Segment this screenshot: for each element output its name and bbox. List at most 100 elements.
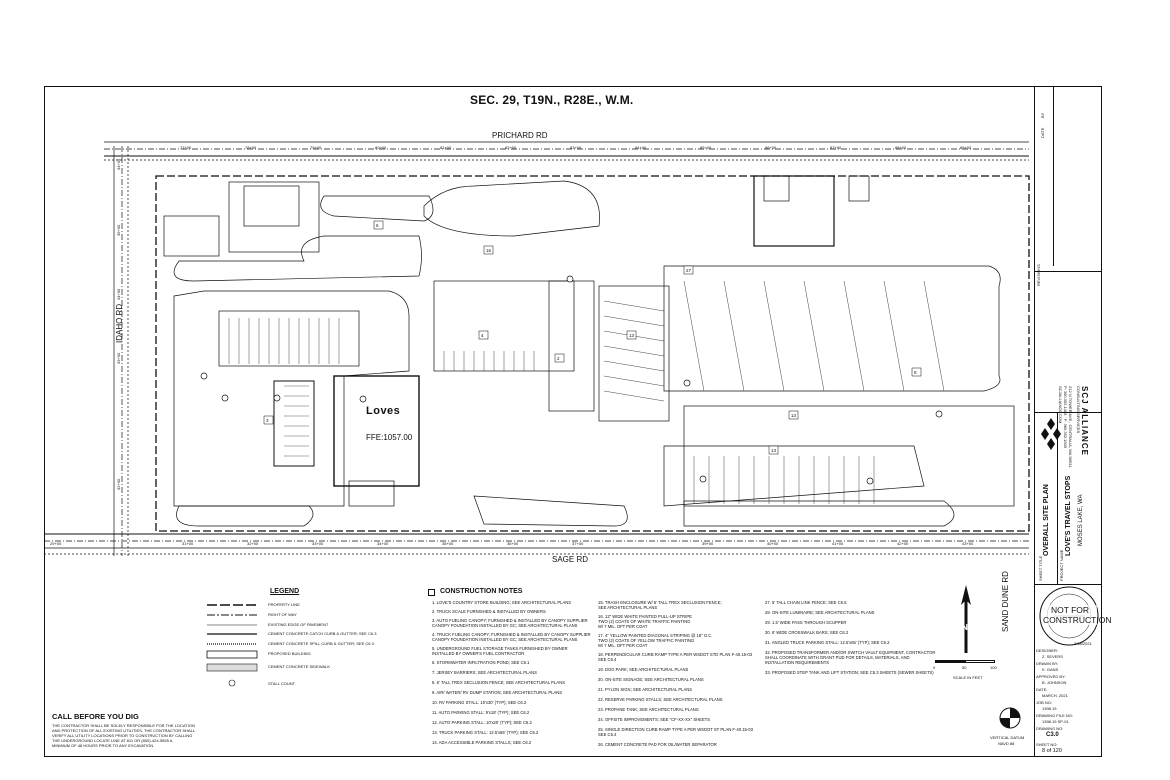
- note-item: 7. JERSEY BARRIERS; SEE ARCHITECTURAL PL…: [432, 670, 537, 675]
- note-item: INSTALLATION REQUIREMENTS: [765, 660, 830, 665]
- note-item: 1. LOVE'S COUNTRY STORE BUILDING; SEE AR…: [432, 600, 572, 605]
- building-ffe: FFE:1057.00: [366, 433, 413, 442]
- station-label: 86+00: [765, 145, 777, 150]
- scale-tick: 100: [990, 665, 997, 670]
- call-before-line: AND PROTECTION OF ALL EXISTING UTILITIES…: [52, 728, 196, 733]
- svg-text:13: 13: [771, 448, 777, 453]
- field-value: B. JOHNSON: [1042, 680, 1067, 685]
- title-block: REVISIONS BY DATE SCJ ALLIANCE CONSULTIN…: [1034, 86, 1102, 757]
- sheet-title-label: SHEET TITLE: [1038, 555, 1043, 581]
- note-item: 13. TRUCK PARKING STALL: 12.5'x65' (TYP)…: [432, 730, 539, 735]
- company-sub: CONSULTING SERVICES: [1076, 386, 1081, 434]
- svg-text:N: N: [962, 623, 968, 632]
- note-item: 26. CEMENT CONCRETE PAD FOR OIL/WATER SE…: [598, 742, 717, 747]
- note-item: 20. ON-SITE SIGNAGE; SEE ARCHITECTURAL P…: [598, 677, 704, 682]
- station-label: 31+00: [182, 541, 194, 546]
- svg-text:16: 16: [486, 248, 492, 253]
- field-value: Z. SEVERS: [1042, 654, 1063, 659]
- legend-item: CEMENT CONCRETE SPILL CURB & GUTTER; SEE…: [268, 641, 374, 646]
- note-item: 12. AUTO PARKING STALL: 10'x20' (TYP); S…: [432, 720, 532, 725]
- field-value: 1398.19 SP-01: [1042, 719, 1069, 724]
- stamp-text: NOT FOR CONSTRUCTION: [1043, 605, 1112, 625]
- note-item: W/ 7 MIL. DFT PER COAT: [598, 624, 648, 629]
- note-item: 11. AUTO PARKING STALL: 9'x18' (TYP); SE…: [432, 710, 530, 715]
- by-label: BY: [1040, 112, 1045, 118]
- scale-label: SCALE IN FEET: [953, 675, 983, 680]
- call-before-title: CALL BEFORE YOU DIG: [52, 712, 139, 721]
- sheet-title: OVERALL SITE PLAN: [1043, 484, 1050, 556]
- section-title: SEC. 29, T19N., R28E., W.M.: [470, 93, 634, 107]
- legend-title: LEGEND: [270, 588, 300, 595]
- svg-text:27: 27: [686, 268, 692, 273]
- svg-text:4: 4: [481, 333, 484, 338]
- note-item: TWO (2) COATS OF YELLOW TRAFFIC PAINTING: [598, 638, 695, 643]
- legend: LEGEND PROPERTY LINE RIGHT OF WAY EXISTI…: [205, 588, 405, 698]
- project-location: MOSES LAKE, WA: [1078, 494, 1084, 546]
- field-value: MARCH, 2021: [1042, 693, 1068, 698]
- svg-text:2: 2: [557, 356, 560, 361]
- datum-line1: VERTICAL DATUM: [990, 735, 1025, 740]
- construction-notes: CONSTRUCTION NOTES 1. LOVE'S COUNTRY STO…: [428, 588, 948, 753]
- company-address: 212 N TOWER AVE., CENTRALIA, WA 98531: [1068, 386, 1073, 468]
- note-item: 3. AUTO FUELING CANOPY; FURNISHED & INST…: [432, 618, 588, 623]
- station-label: 36+00: [507, 541, 519, 546]
- call-before-line: VERIFY ALL UTILITY LOCATIONS PRIOR TO CO…: [52, 733, 193, 738]
- stamp-date: 3/18/2021: [1074, 641, 1092, 646]
- note-item: 27. 5' TALL CHAIN LINK FENCE; SEE C6.5: [765, 600, 847, 605]
- field-label: DRAWING NO:: [1036, 726, 1064, 731]
- call-before-line: MINIMUM OF 48 HOURS PRIOR TO ANY EXCAVAT…: [52, 743, 155, 748]
- note-item: 23. PROPANE TANK; SEE ARCHITECTURAL PLAN…: [598, 707, 699, 712]
- note-item: 8. 6' TALL TREX SECLUSION FENCE; SEE ARC…: [432, 680, 565, 685]
- field-value: 8 of 120: [1042, 748, 1062, 754]
- field-value: K. GANS: [1042, 667, 1059, 672]
- field-value: C3.0: [1046, 732, 1059, 738]
- datum-line2: NAVD 88: [998, 741, 1015, 746]
- note-item: 15. TRASH ENCLOSURE W/ 6' TALL TREX SECL…: [598, 600, 722, 605]
- note-item: SHALL COORDINATE WITH GRANT PUD FOR DETA…: [765, 655, 910, 660]
- station-label: 33+00: [312, 541, 324, 546]
- note-item: 18. PERPENDICULAR CURB RAMP TYPE A PER W…: [598, 652, 753, 657]
- note-item: SEE C6.4: [598, 657, 617, 662]
- project-name-label: PROJECT NAME: [1059, 549, 1064, 581]
- field-label: SHEET NO:: [1036, 742, 1058, 747]
- site-plan: 6 16 4 2 3 13 13 13 8 27: [44, 141, 1030, 556]
- scale-bar: 0 50 100 SCALE IN FEET: [925, 660, 1005, 685]
- station-label: 77+00: [180, 145, 192, 150]
- legend-item: PROPERTY LINE: [268, 602, 300, 607]
- legend-item: STALL COUNT: [268, 681, 296, 686]
- legend-symbols: [206, 604, 258, 687]
- field-label: DRAWN BY:: [1036, 661, 1059, 666]
- station-label: 85+00: [700, 145, 712, 150]
- field-label: JOB NO:: [1036, 700, 1053, 705]
- note-item: 33. PROPOSED STEP TANK AND LIFT STATION;…: [765, 670, 934, 675]
- call-before-line: THE UNDERGROUND LOCATE LINE AT 811 OR (8…: [52, 738, 173, 743]
- station-label: 42+00: [897, 541, 909, 546]
- station-label: 34+00: [116, 288, 121, 300]
- legend-item: PROPOSED BUILDING: [268, 651, 311, 656]
- station-label: 34+00: [377, 541, 389, 546]
- field-label: DESIGNER:: [1036, 648, 1059, 653]
- date-label: DATE: [1040, 127, 1045, 138]
- company-name: SCJ ALLIANCE: [1080, 386, 1089, 456]
- note-item: 17. 4" YELLOW PAINTED DIAGONAL STRIPING …: [598, 633, 713, 638]
- stations-bottom: 29+00 31+00 32+00 33+00 34+00 35+00 36+0…: [50, 541, 980, 547]
- note-item: 2. TRUCK SCALE FURNISHED & INSTALLED BY …: [432, 609, 546, 614]
- note-item: CANOPY FOUNDATION INSTALLED BY GC; SEE A…: [432, 637, 578, 642]
- scale-tick: 0: [933, 665, 936, 670]
- company-web: SCJALLIANCE.COM: [1058, 386, 1063, 424]
- note-item: 10. RV PARKING STALL: 10'x30' (TYP); SEE…: [432, 700, 527, 705]
- note-item: 31. ANGLED TRUCK PARKING STALL: 12.5'x65…: [765, 640, 890, 645]
- station-label: 84+00: [635, 145, 647, 150]
- note-item: 25. SINGLE DIRECTION CURB RAMP TYPE A PE…: [598, 727, 753, 732]
- datum-target-icon: [999, 707, 1021, 729]
- note-item: TWO (2) COATS OF WHITE TRAFFIC PAINTING: [598, 619, 691, 624]
- station-label: 79+00: [310, 145, 322, 150]
- station-label: 89+00: [960, 145, 972, 150]
- drawing-sheet: [44, 86, 1102, 757]
- north-arrow-icon: N: [961, 585, 971, 653]
- note-item: CANOPY FOUNDATION INSTALLED BY GC; SEE A…: [432, 623, 578, 628]
- vertical-datum: VERTICAL DATUM NAVD 88: [990, 706, 1030, 756]
- sand-dune-road-label: SAND DUNE RD: [1001, 571, 1010, 632]
- prichard-road-label: PRICHARD RD: [492, 131, 548, 140]
- call-before-you-dig: CALL BEFORE YOU DIG THE CONTRACTOR SHALL…: [52, 712, 232, 757]
